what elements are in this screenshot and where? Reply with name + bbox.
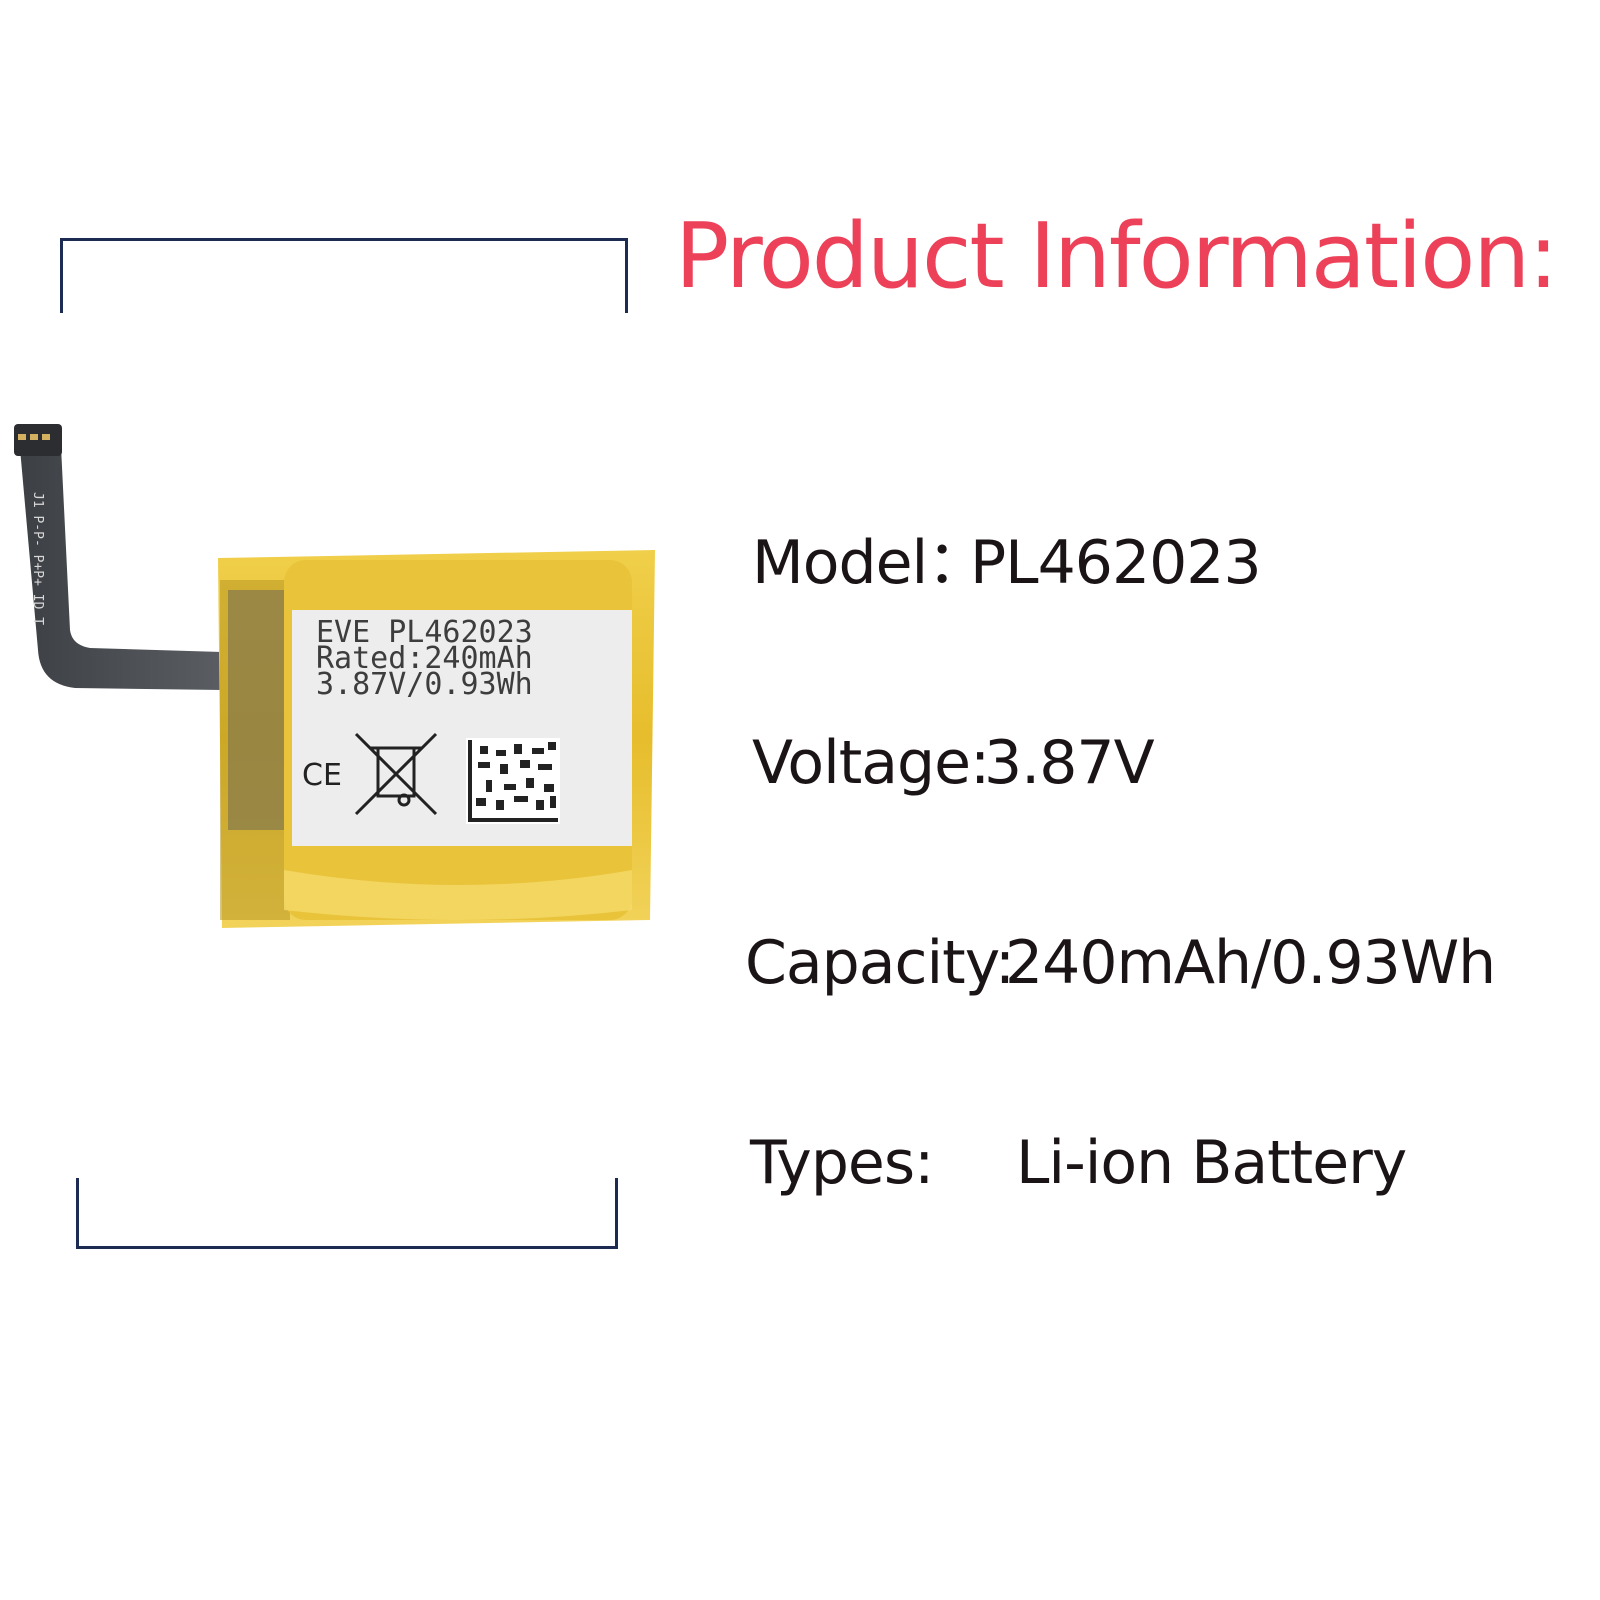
frame-bracket-bottom (76, 1178, 618, 1249)
spec-voltage-label: Voltage: (752, 728, 990, 798)
ce-mark: CE (302, 758, 342, 793)
spec-capacity-label: Capacity: (745, 928, 1015, 998)
label-line-1: EVE PL462023 (316, 615, 533, 650)
frame-bracket-top (60, 238, 628, 313)
spec-types-value: Li-ion Battery (1016, 1128, 1407, 1198)
battery-label: EVE PL462023 Rated:240mAh 3.87V/0.93Wh C… (292, 610, 632, 846)
spec-voltage-value: 3.87V (984, 728, 1155, 798)
label-line-3: 3.87V/0.93Wh (316, 667, 533, 702)
flex-cable-text: J1 P-P- P+P+ ID T (30, 492, 45, 625)
spec-model-label: Model： (752, 528, 987, 598)
datamatrix-code (466, 738, 560, 824)
spec-capacity-value: 240mAh/0.93Wh (1005, 928, 1496, 998)
flex-cable: J1 P-P- P+P+ ID T (14, 424, 222, 690)
spec-types-label: Types: (750, 1128, 934, 1198)
spec-model-value: PL462023 (970, 528, 1262, 598)
battery-photo: J1 P-P- P+P+ ID T EVE PL462023 Rated:240… (14, 424, 655, 928)
page-title: Product Information: (675, 204, 1559, 309)
label-line-2: Rated:240mAh (316, 641, 533, 676)
weee-bin-icon (354, 732, 438, 816)
